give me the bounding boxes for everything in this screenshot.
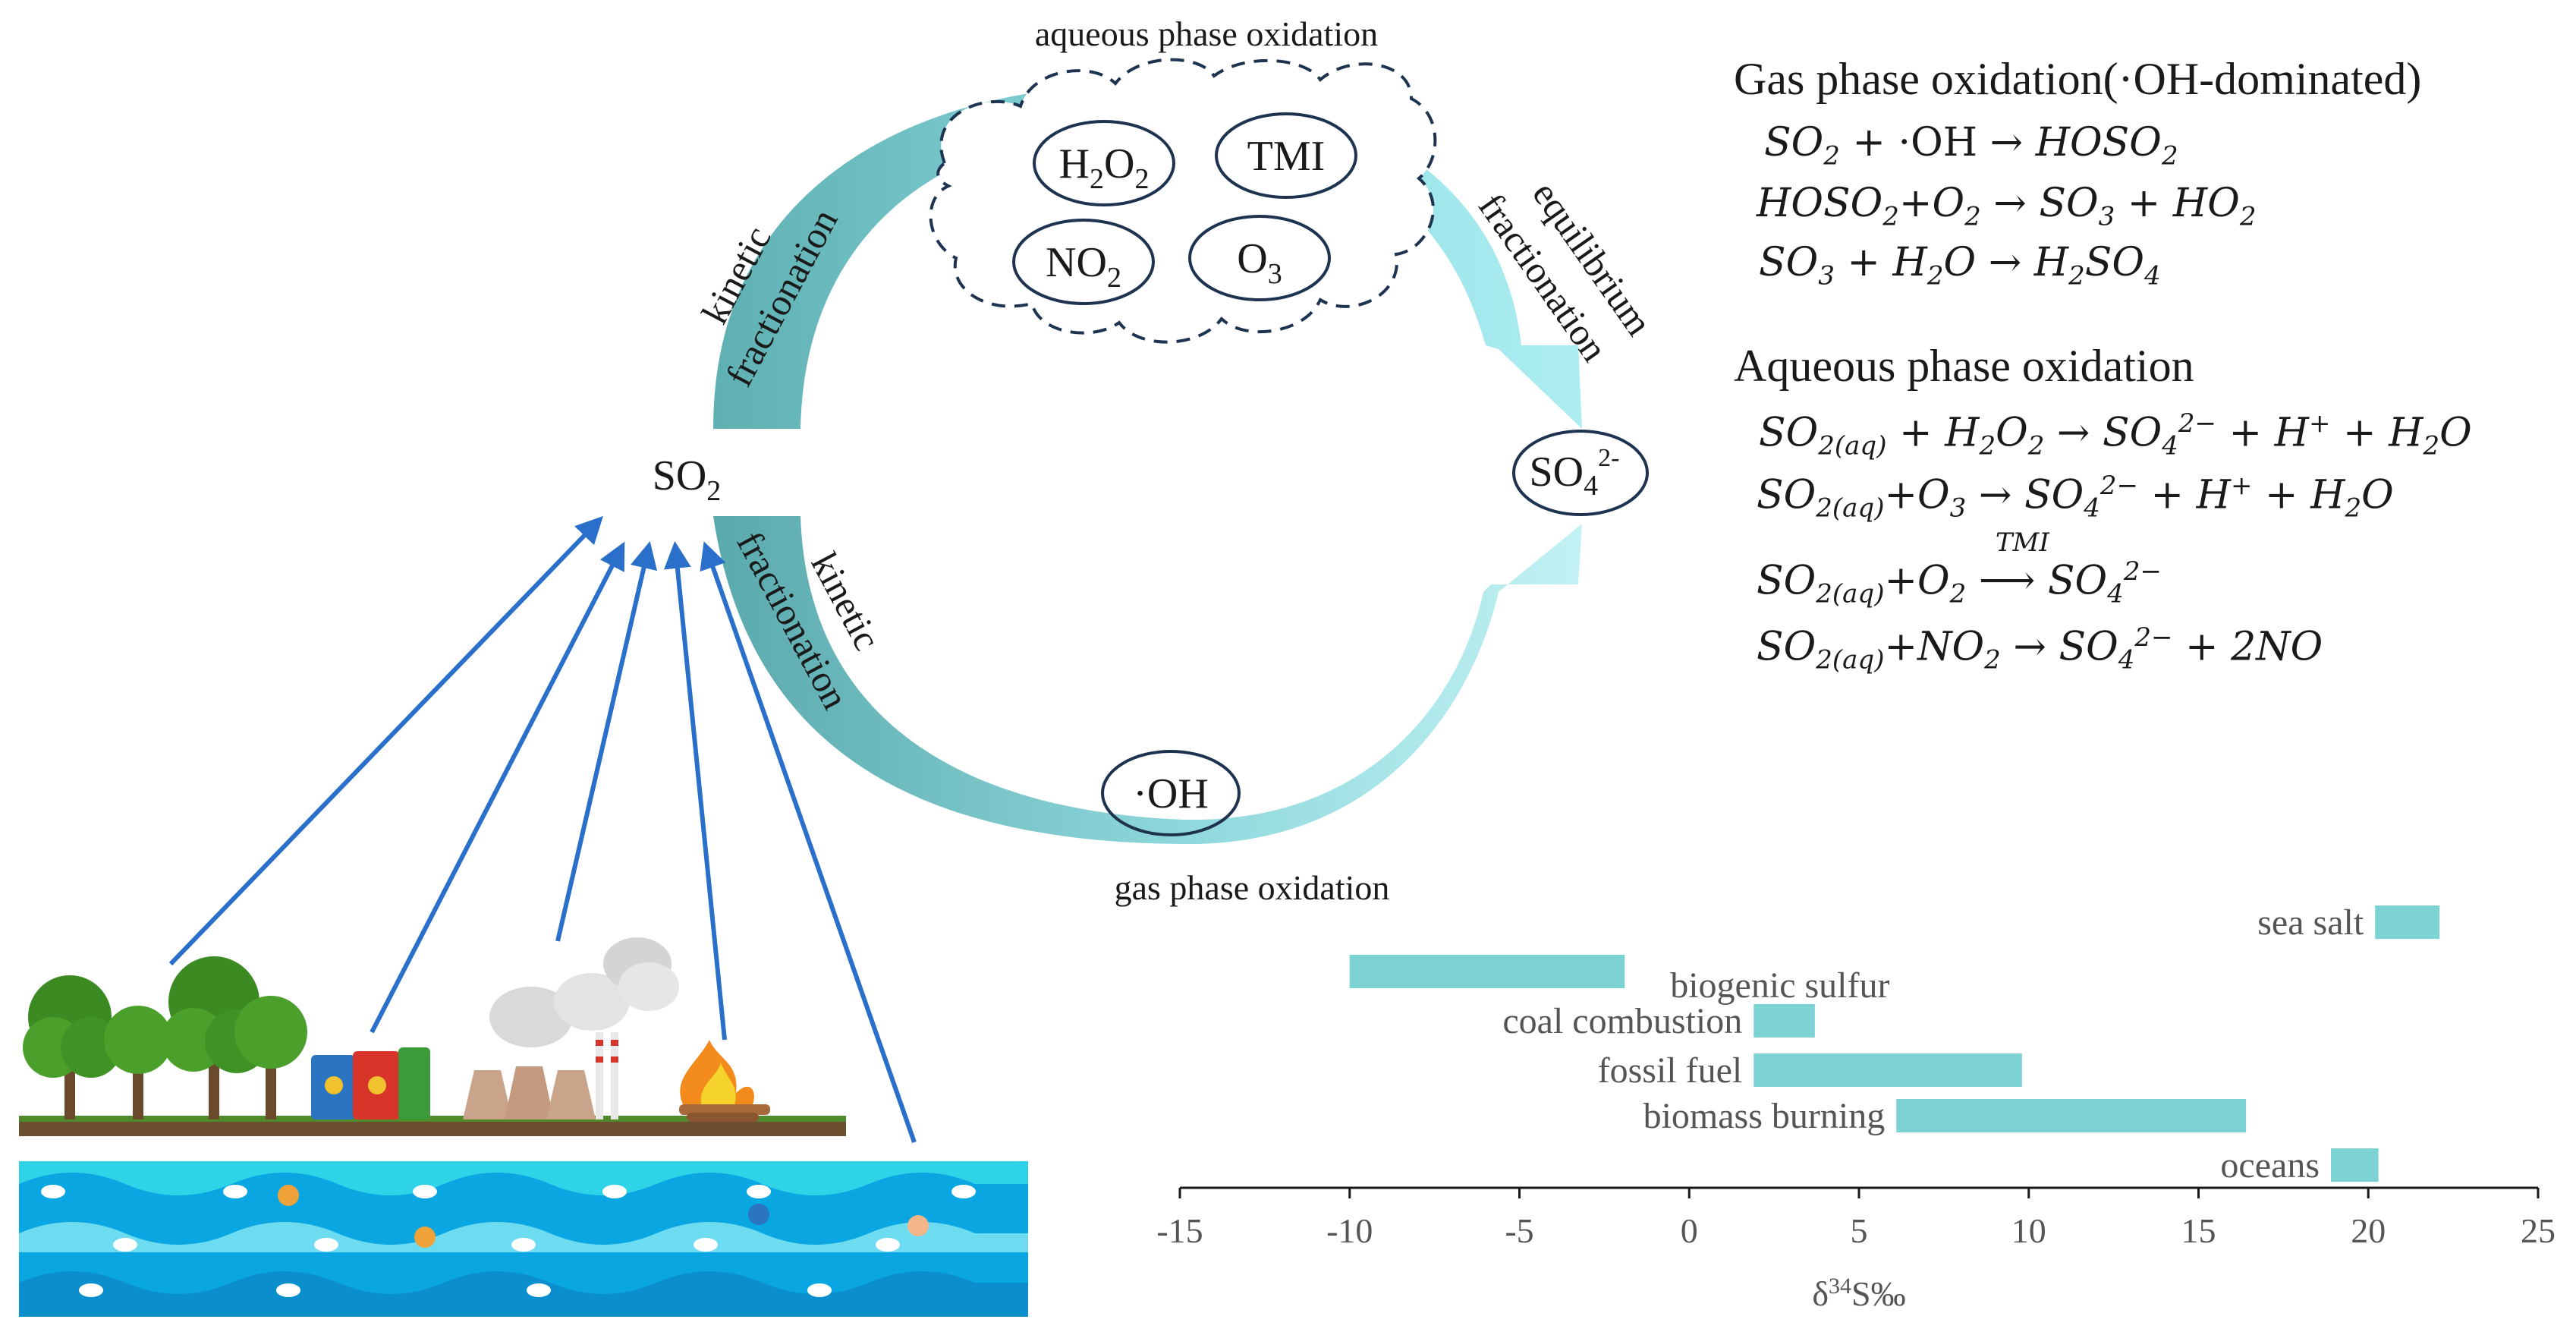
source-arrow-fuel [370, 541, 625, 1034]
category-label: coal combustion [1502, 1001, 1742, 1041]
lower-cycle-arrow [713, 516, 1582, 845]
x-tick-label: 0 [1681, 1211, 1698, 1250]
h2o2-ellipse [1033, 120, 1175, 206]
tree-icon [23, 956, 307, 1119]
ground-strip [19, 1119, 846, 1136]
gas-equation-3: SO3 + H2O → H2SO4 [1759, 240, 2161, 291]
so2-label: SO2 [653, 452, 722, 507]
fuel-drums-icon [311, 1047, 430, 1119]
source-arrow-fire [663, 540, 727, 1041]
tmi-label: TMI [1247, 133, 1326, 180]
range-bar [2375, 905, 2440, 939]
source-arrow-vegetation [168, 515, 604, 966]
no2-label: NO2 [1046, 239, 1121, 294]
range-bar [2331, 1148, 2379, 1182]
x-tick-label: 10 [2011, 1211, 2046, 1250]
category-label: fossil fuel [1598, 1050, 1743, 1091]
no2-ellipse [1012, 219, 1155, 305]
category-label: sea salt [2257, 902, 2364, 943]
x-tick-label: 5 [1851, 1211, 1868, 1250]
x-tick-label: -10 [1326, 1211, 1373, 1250]
aqueous-equation-4: SO2(aq)+NO2 → SO42− + 2NO [1757, 622, 2323, 675]
isotope-range-chart: -15 -10 -5 0 5 10 15 20 25 sea salt biogenic sulf… [1156, 902, 2556, 1313]
emission-sources-illustration [19, 937, 1028, 1317]
category-label: biogenic sulfur [1670, 965, 1889, 1006]
range-bar [1754, 1004, 1815, 1038]
so4-ellipse [1512, 430, 1649, 516]
o3-label: O3 [1237, 235, 1282, 290]
x-tick-label: -5 [1505, 1211, 1533, 1250]
so4-label: SO42- [1530, 444, 1620, 502]
campfire-icon [679, 1040, 770, 1122]
aqueous-cloud [929, 58, 1437, 344]
power-plant-icon [463, 937, 679, 1119]
x-tick-label: 25 [2521, 1211, 2556, 1250]
gas-phase-heading: Gas phase oxidation(·OH-dominated) [1734, 54, 2422, 104]
aqueous-phase-heading: Aqueous phase oxidation [1734, 341, 2194, 391]
tmi-ellipse [1215, 112, 1357, 199]
aqueous-equation-3: SO2(aq)+O2 TMI⟶ SO42− [1757, 527, 2162, 609]
h2o2-label: H2O2 [1059, 140, 1150, 195]
aqueous-equation-2: SO2(aq)+O3 → SO42− + H+ + H2O [1757, 471, 2394, 524]
ocean-icon [19, 1161, 1028, 1317]
category-label: biomass burning [1643, 1096, 1886, 1136]
x-axis-title: δ34S‰ [1812, 1274, 1905, 1313]
aqueous-equation-1: SO2(aq) + H2O2 → SO42− + H+ + H2O [1759, 408, 2472, 461]
oh-label: ·OH [1133, 770, 1209, 817]
x-tick-label: 15 [2181, 1211, 2216, 1250]
x-tick-label: 20 [2351, 1211, 2386, 1250]
gas-phase-label: gas phase oxidation [1115, 868, 1390, 907]
o3-ellipse [1188, 215, 1331, 301]
aqueous-phase-label: aqueous phase oxidation [1035, 14, 1378, 53]
range-bar [1754, 1053, 2022, 1087]
range-bar [1349, 955, 1625, 988]
source-arrow-industry [555, 540, 658, 942]
x-tick-label: -15 [1156, 1211, 1203, 1250]
category-label: oceans [2220, 1145, 2320, 1186]
oh-ellipse [1101, 750, 1241, 836]
gas-equation-2: HOSO2+O2 → SO3 + HO2 [1757, 181, 2257, 232]
gas-equation-1: SO2 + ·OH → HOSO2 [1764, 120, 2178, 172]
range-bar [1896, 1099, 2247, 1132]
source-arrow-ocean [700, 541, 917, 1143]
